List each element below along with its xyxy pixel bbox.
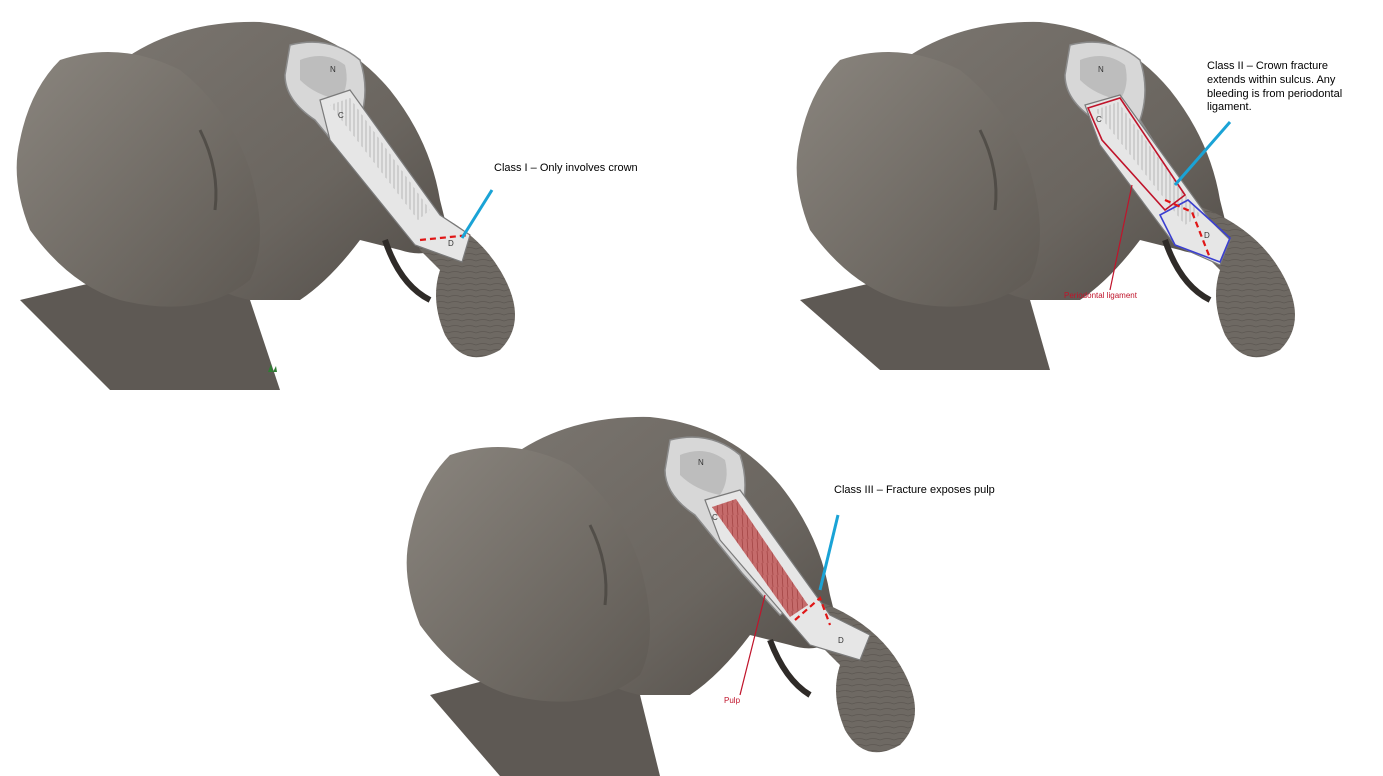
panel-class-2: N C D Class II – Crown fracture extends … xyxy=(780,0,1380,390)
label-c: C xyxy=(712,513,718,522)
panel-class-3: N C D Class III – Fracture exposes pulp … xyxy=(390,395,990,776)
label-d: D xyxy=(448,239,454,248)
label-c: C xyxy=(1096,115,1102,124)
label-d: D xyxy=(1204,231,1210,240)
elephant-head-illustration: N C D xyxy=(390,395,990,776)
label-n: N xyxy=(698,458,704,467)
label-n: N xyxy=(330,65,336,74)
callout-class-3: Class III – Fracture exposes pulp xyxy=(834,484,995,498)
panel-class-1: N C D Class I – Only involves crown xyxy=(0,0,560,390)
callout-arrow xyxy=(462,190,492,238)
label-n: N xyxy=(1098,65,1104,74)
callout-class-2: Class II – Crown fracture extends within… xyxy=(1207,60,1367,115)
label-c: C xyxy=(338,111,344,120)
callout-arrow xyxy=(820,515,838,590)
periodontal-ligament-label: Periodontal ligament xyxy=(1064,291,1137,301)
elephant-head-illustration: N C D xyxy=(780,0,1380,390)
elephant-head-illustration: N C D xyxy=(0,0,560,390)
callout-class-1: Class I – Only involves crown xyxy=(494,162,638,176)
label-d: D xyxy=(838,636,844,645)
pulp-label: Pulp xyxy=(724,696,740,706)
